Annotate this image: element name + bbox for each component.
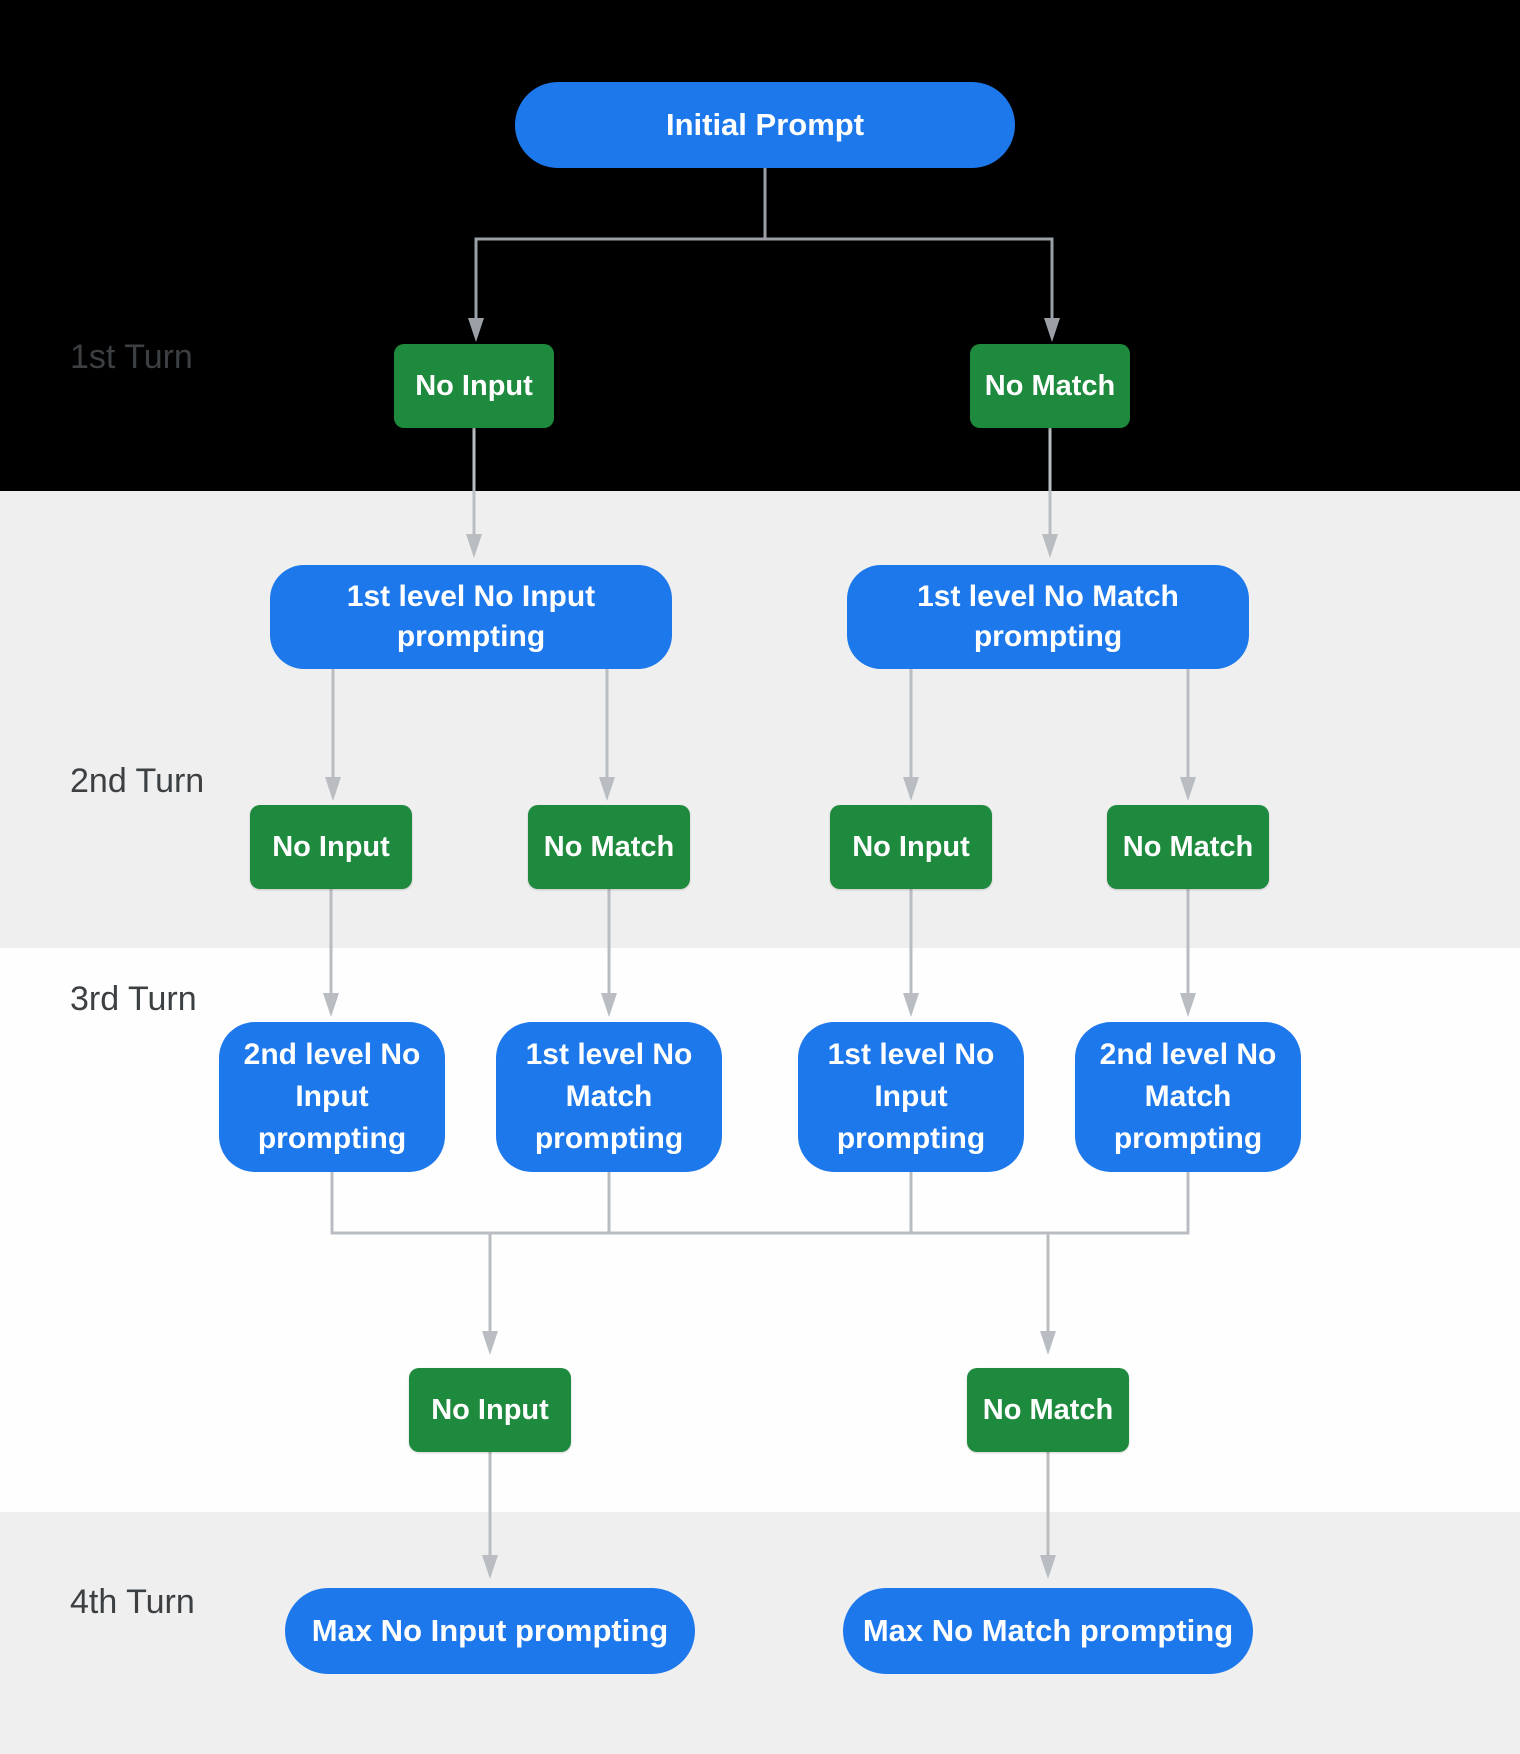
connector-t2-to-t3 [323,889,1196,1017]
node-t3-no-input: No Input [409,1368,571,1452]
turn-label-4: 4th Turn [70,1583,195,1621]
node-t1-no-input: No Input [394,344,554,428]
node-t2-no-input-prompting: 1st level No Input prompting [270,565,672,669]
node-t3-no-match-2nd-level: 2nd level No Match prompting [1075,1022,1301,1172]
node-t2-no-match-left: No Match [528,805,690,889]
node-t4-max-no-input: Max No Input prompting [285,1588,695,1674]
band-turn-1 [0,0,1520,491]
connector-t3-merge [330,1172,1190,1355]
turn-label-1: 1st Turn [70,338,193,376]
node-initial-prompt: Initial Prompt [515,82,1015,168]
connector-initial-split [468,168,1060,342]
turn-label-3: 3rd Turn [70,980,197,1018]
node-t3-no-match-1st-level: 1st level No Match prompting [496,1022,722,1172]
connector-t2-prompt-to-events [325,668,1196,801]
connector-t3-to-t4 [482,1452,1056,1579]
node-t2-no-input-left: No Input [250,805,412,889]
node-t2-no-match-right: No Match [1107,805,1269,889]
turn-label-2: 2nd Turn [70,762,205,800]
node-t2-no-match-prompting: 1st level No Match prompting [847,565,1249,669]
node-t3-no-match: No Match [967,1368,1129,1452]
node-t4-max-no-match: Max No Match prompting [843,1588,1253,1674]
node-t1-no-match: No Match [970,344,1130,428]
node-t3-no-input-1st-level: 1st level No Input prompting [798,1022,1024,1172]
node-t3-no-input-2nd-level: 2nd level No Input prompting [219,1022,445,1172]
connector-t1-to-t2 [466,428,1058,558]
node-t2-no-input-right: No Input [830,805,992,889]
band-turn-4 [0,1512,1520,1754]
